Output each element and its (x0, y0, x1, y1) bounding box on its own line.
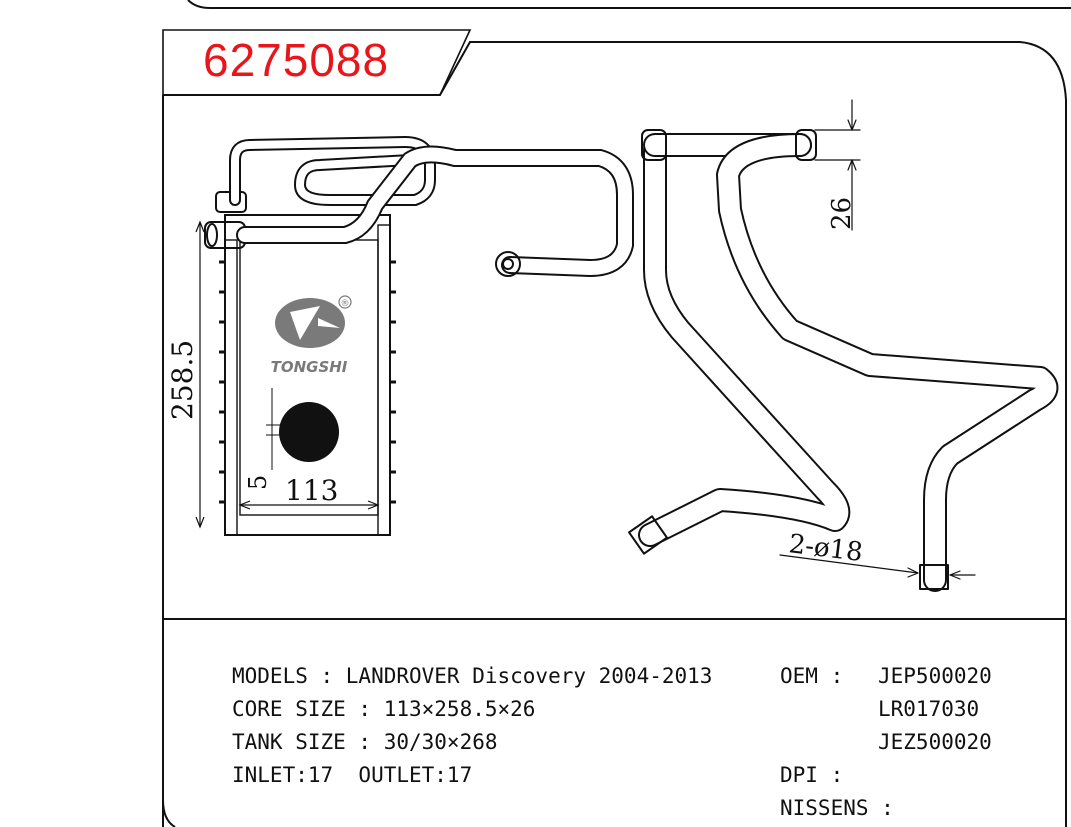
tank-size-line: TANK SIZE : 30/30×268 (232, 730, 498, 754)
dim-width: 113 (285, 474, 338, 507)
brand-name: TONGSHI (271, 358, 348, 376)
models-line: MODELS : LANDROVER Discovery 2004-2013 (232, 664, 713, 688)
dim-offset: 5 (244, 475, 272, 490)
nissens-label: NISSENS : (780, 796, 894, 820)
dim-pipe-diameter: 2-ø18 (787, 529, 864, 568)
dim-thickness: 26 (827, 197, 857, 230)
part-number: 6275088 (203, 34, 390, 86)
core-size-line: CORE SIZE : 113×258.5×26 (232, 697, 536, 721)
dpi-label: DPI : (780, 763, 844, 787)
oem-label: OEM : (780, 664, 844, 688)
inlet-outlet-line: INLET:17 OUTLET:17 (232, 763, 473, 787)
oem-number-2: LR017030 (878, 697, 980, 721)
registered-mark: ® (341, 299, 350, 309)
heater-core-front-view (195, 135, 634, 536)
part-number-box (162, 29, 472, 96)
dim-height: 258.5 (166, 340, 199, 420)
oem-number-1: JEP500020 (878, 664, 992, 688)
brand-logo: ® TONGSHI (271, 295, 352, 376)
pipe-side-view (628, 99, 1059, 592)
main-frame (162, 41, 1067, 827)
core-label-circle (279, 402, 339, 462)
top-border (187, 0, 1071, 9)
bottom-left-curve (162, 799, 176, 827)
oem-number-3: JEZ500020 (878, 730, 992, 754)
